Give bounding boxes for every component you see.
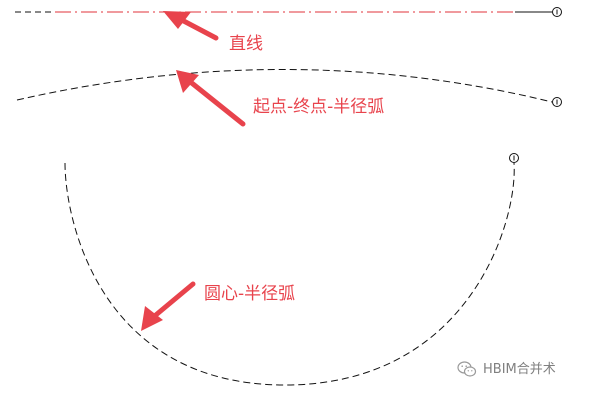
wechat-icon [457, 361, 477, 377]
arrow-line [163, 11, 219, 41]
start-end-radius-arc [16, 69, 553, 103]
endpoint-marker-arc [552, 97, 562, 107]
endpoint-marker-line [552, 7, 562, 17]
arrow-start-end-arc [176, 70, 246, 127]
watermark: HBIM合并术 [457, 360, 556, 378]
label-start-end-radius-arc: 起点-终点-半径弧 [253, 97, 385, 117]
endpoint-marker-semicircle [509, 153, 519, 163]
arrow-center-arc [141, 281, 196, 331]
label-straight-line: 直线 [229, 34, 263, 54]
watermark-text: HBIM合并术 [483, 361, 556, 377]
center-radius-arc [64, 162, 515, 386]
label-center-radius-arc: 圆心-半径弧 [204, 284, 296, 304]
